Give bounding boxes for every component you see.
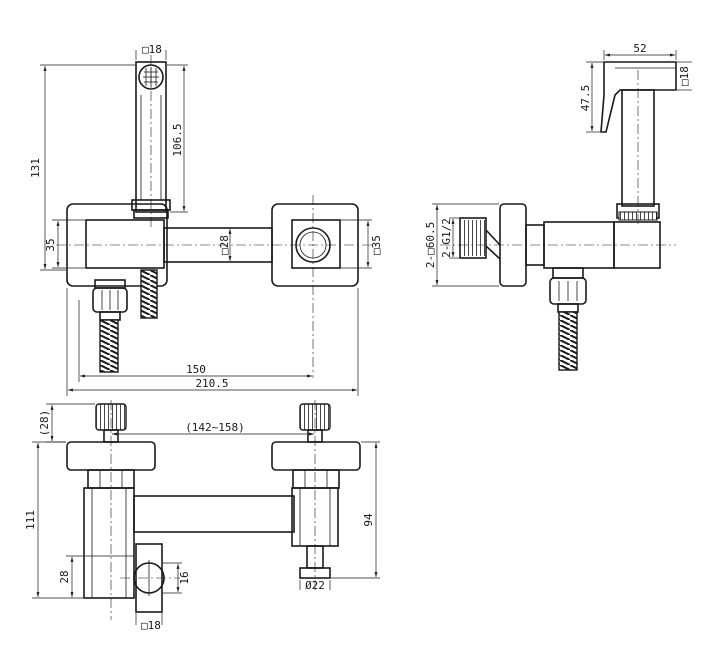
dim-thread: 2-G1/2 — [440, 218, 453, 258]
side-dimension-lines — [432, 50, 692, 287]
dim-front-overall-height: 111 — [24, 510, 37, 530]
right-flange — [271, 441, 361, 471]
side-view: 52 □18 47.5 2-□60.5 2-G1/2 — [424, 42, 692, 371]
dim-sprayer-length: 106.5 — [171, 123, 184, 156]
front-dimension-lines — [32, 403, 380, 625]
dim-body-height: 35 — [44, 238, 57, 251]
front-left-body — [83, 487, 135, 599]
dim-square-head: □18 — [142, 43, 162, 56]
dim-overall-height: 131 — [29, 158, 42, 178]
side-valve — [549, 267, 587, 313]
dim-center-distance: 150 — [186, 363, 206, 376]
dim-head-square: □18 — [678, 66, 691, 86]
sprayer-head — [600, 61, 677, 221]
dim-bar-size: □28 — [218, 235, 231, 255]
hose — [99, 319, 119, 373]
hose — [140, 269, 158, 319]
dim-mount-size: □35 — [370, 235, 383, 255]
dim-outlet-height: 94 — [362, 513, 375, 527]
front-bar — [133, 495, 295, 533]
valve-nut — [92, 279, 128, 321]
side-hose — [558, 311, 578, 371]
top-view: □18 131 106.5 35 □28 □35 150 210.5 — [29, 43, 383, 396]
dim-bottom-square: □18 — [141, 619, 161, 632]
inlet-thread — [459, 217, 501, 260]
dim-head-height: 47.5 — [579, 85, 592, 112]
dim-outlet-diameter: Ø22 — [305, 579, 325, 592]
dim-small-height: 28 — [58, 570, 71, 583]
dim-overall-width: 210.5 — [195, 377, 228, 390]
dim-nut-height: (28) — [38, 410, 51, 437]
dimension-lines — [40, 50, 372, 396]
front-view: (28) (142~158) 111 94 28 16 Ø22 □18 — [24, 400, 380, 632]
dim-head-width: 52 — [633, 42, 646, 55]
dim-outlet-offset: 16 — [178, 571, 191, 584]
dim-flange: 2-□60.5 — [424, 222, 437, 268]
dim-center-range: (142~158) — [185, 421, 245, 434]
